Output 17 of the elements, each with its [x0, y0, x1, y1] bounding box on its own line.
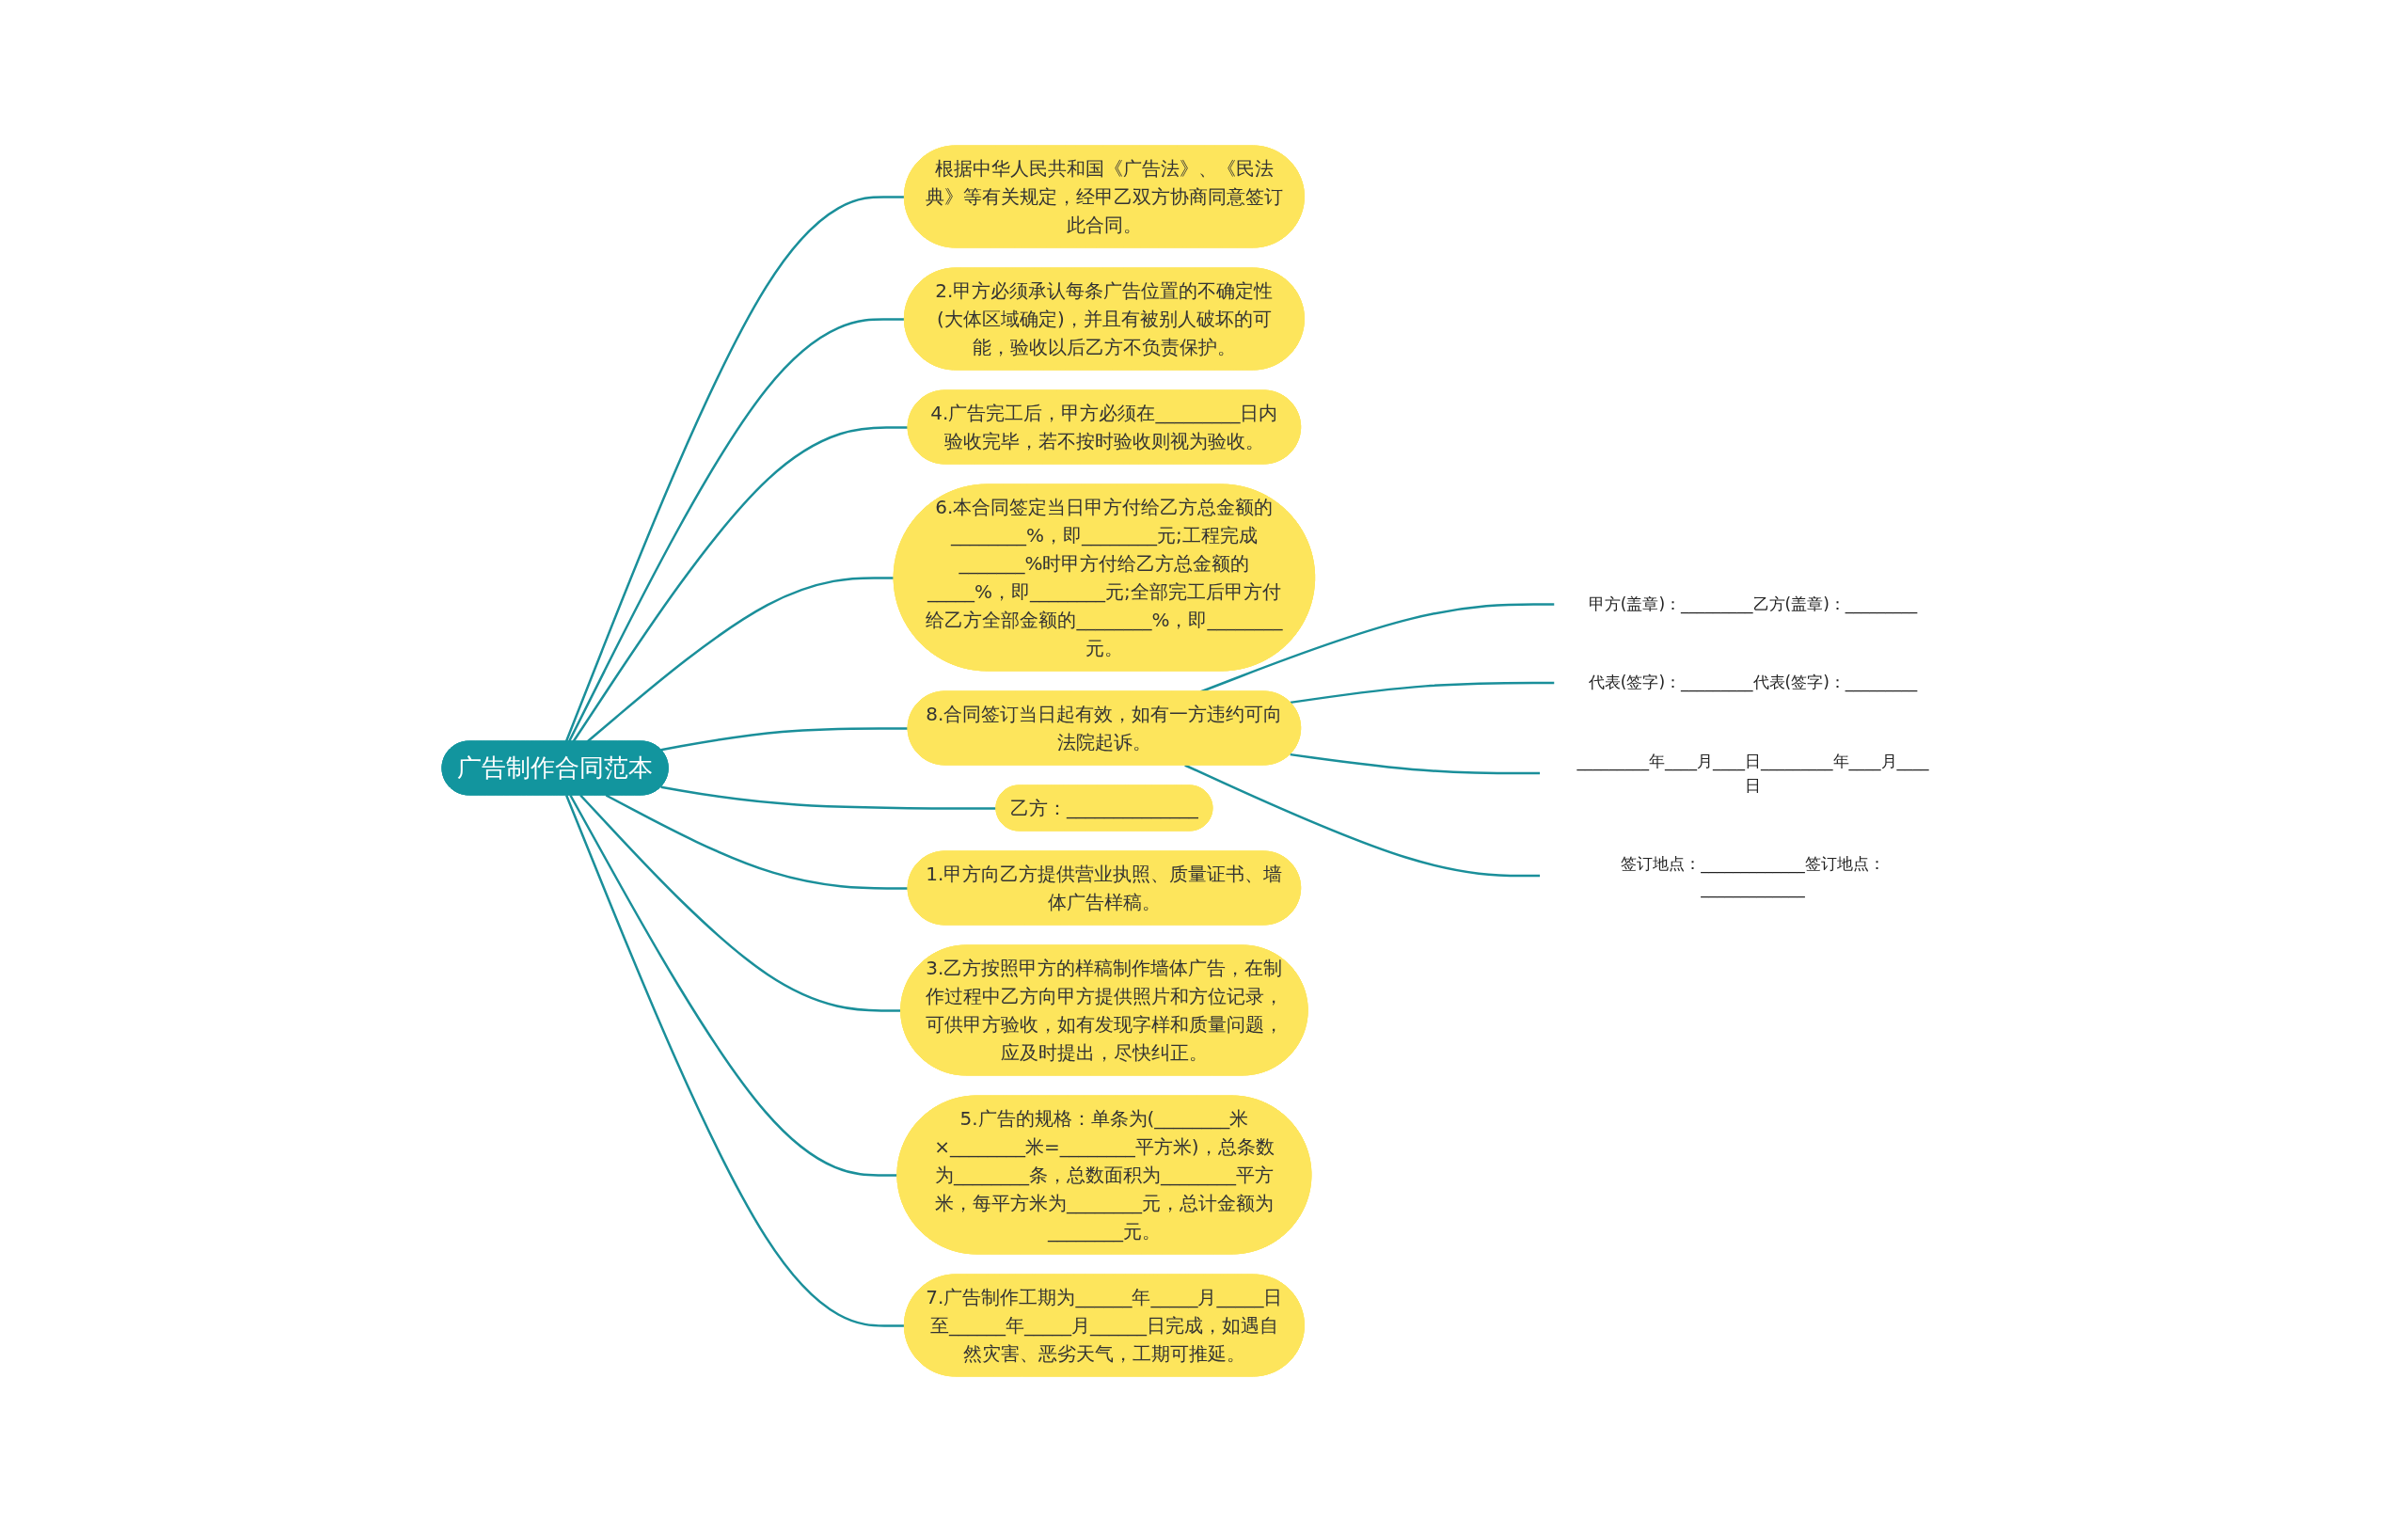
connector [1184, 763, 1541, 877]
connector [660, 726, 909, 751]
connector [565, 794, 906, 1327]
connector [660, 785, 997, 810]
connector [586, 576, 895, 742]
connector [1290, 681, 1556, 704]
node-text: 甲方(盖章)：_________乙方(盖章)：_________ [1589, 594, 1918, 613]
node-text: 签订地点：_____________签订地点：_____________ [1621, 853, 1886, 896]
connector [605, 793, 909, 890]
connector [1290, 753, 1541, 774]
connector [568, 317, 906, 742]
node-text: _________年____月____日_________年____月____日 [1576, 751, 1929, 794]
connector [579, 794, 902, 1012]
connector [569, 794, 898, 1177]
node-text: 代表(签字)：_________代表(签字)：_________ [1589, 672, 1918, 691]
connector [572, 425, 909, 742]
connector [564, 195, 906, 742]
